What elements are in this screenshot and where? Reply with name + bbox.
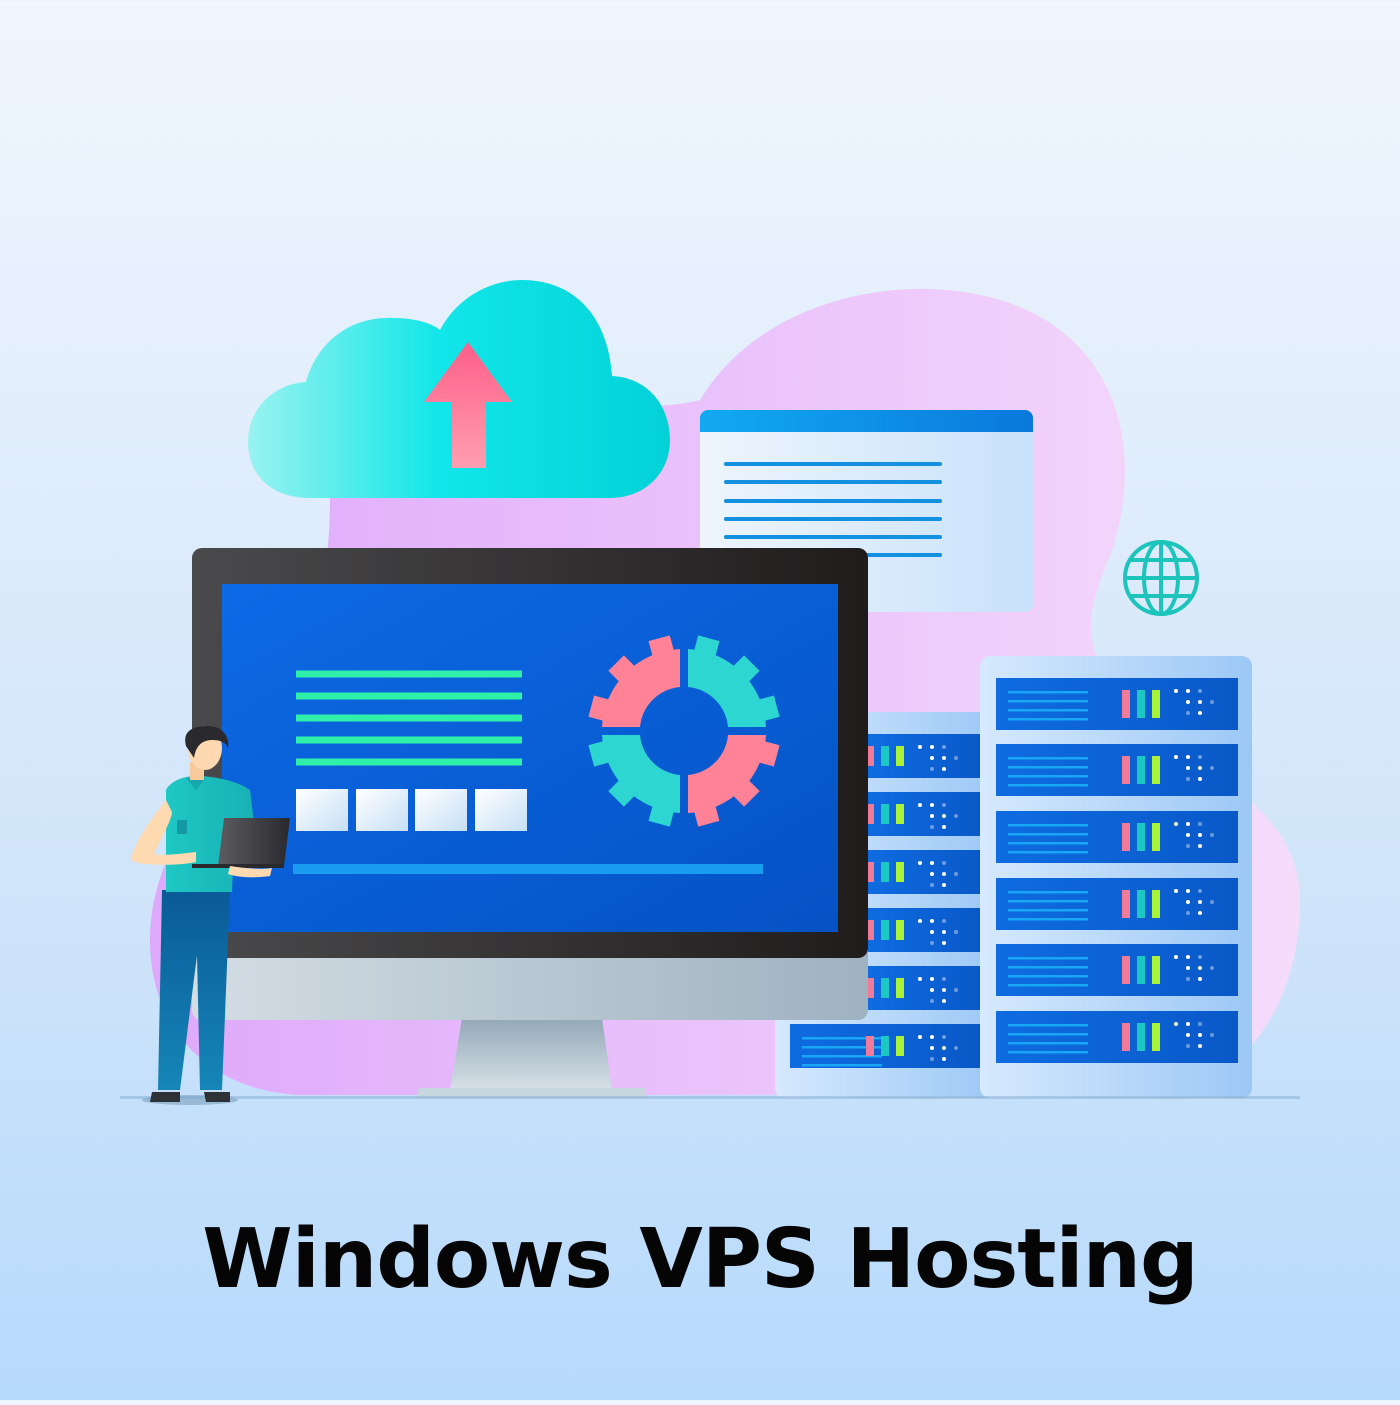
- server-unit: [996, 744, 1238, 796]
- server-unit: [866, 966, 982, 1010]
- person-with-laptop: [131, 726, 290, 1105]
- server-rack-front: [980, 656, 1252, 1098]
- server-unit: [996, 811, 1238, 863]
- screen-progress-bar: [293, 864, 763, 874]
- server-unit: [996, 878, 1238, 930]
- server-unit: [866, 908, 982, 952]
- server-unit: [996, 944, 1238, 996]
- server-unit: [866, 850, 982, 894]
- server-unit: [996, 1011, 1238, 1063]
- gear-icon: [588, 635, 780, 827]
- server-unit: [790, 1024, 982, 1068]
- screen-text-lines: [296, 670, 522, 766]
- globe-icon: [1123, 540, 1199, 616]
- ground-line: [120, 1096, 1300, 1099]
- monitor: [192, 548, 868, 1098]
- page-title: Windows VPS Hosting: [202, 1212, 1198, 1307]
- screen-tiles: [296, 789, 527, 831]
- server-unit: [866, 792, 982, 836]
- cloud-upload-icon: [248, 280, 670, 498]
- server-unit: [866, 734, 982, 778]
- server-unit: [996, 678, 1238, 730]
